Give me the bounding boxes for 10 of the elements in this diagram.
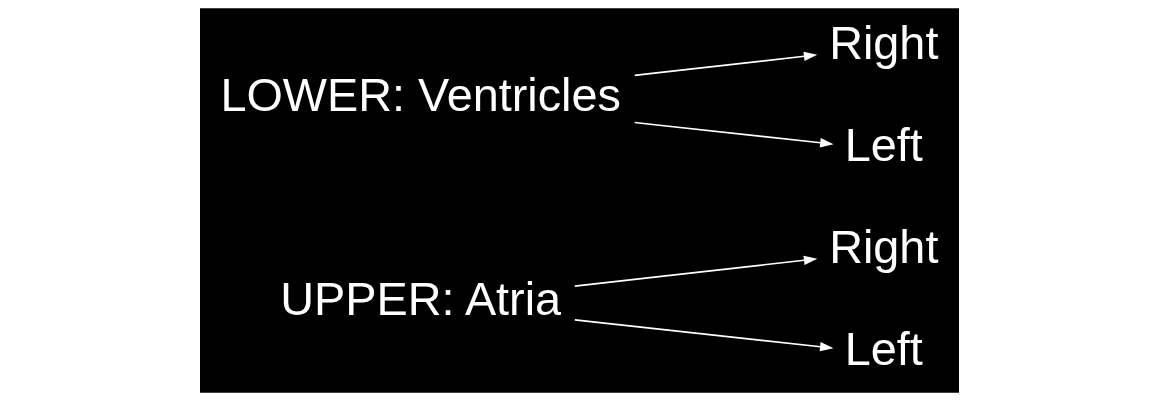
node-text: Right bbox=[828, 221, 938, 274]
arrow bbox=[573, 255, 817, 287]
node-text: UPPER: Atria bbox=[279, 272, 561, 325]
arrow bbox=[633, 121, 834, 148]
node-text: LOWER: Ventricles bbox=[219, 68, 621, 121]
node-text: Left bbox=[844, 119, 923, 172]
arrow bbox=[573, 319, 833, 352]
node-text: Right bbox=[828, 17, 938, 70]
node-text: Left bbox=[844, 323, 923, 376]
arrow bbox=[633, 51, 817, 77]
